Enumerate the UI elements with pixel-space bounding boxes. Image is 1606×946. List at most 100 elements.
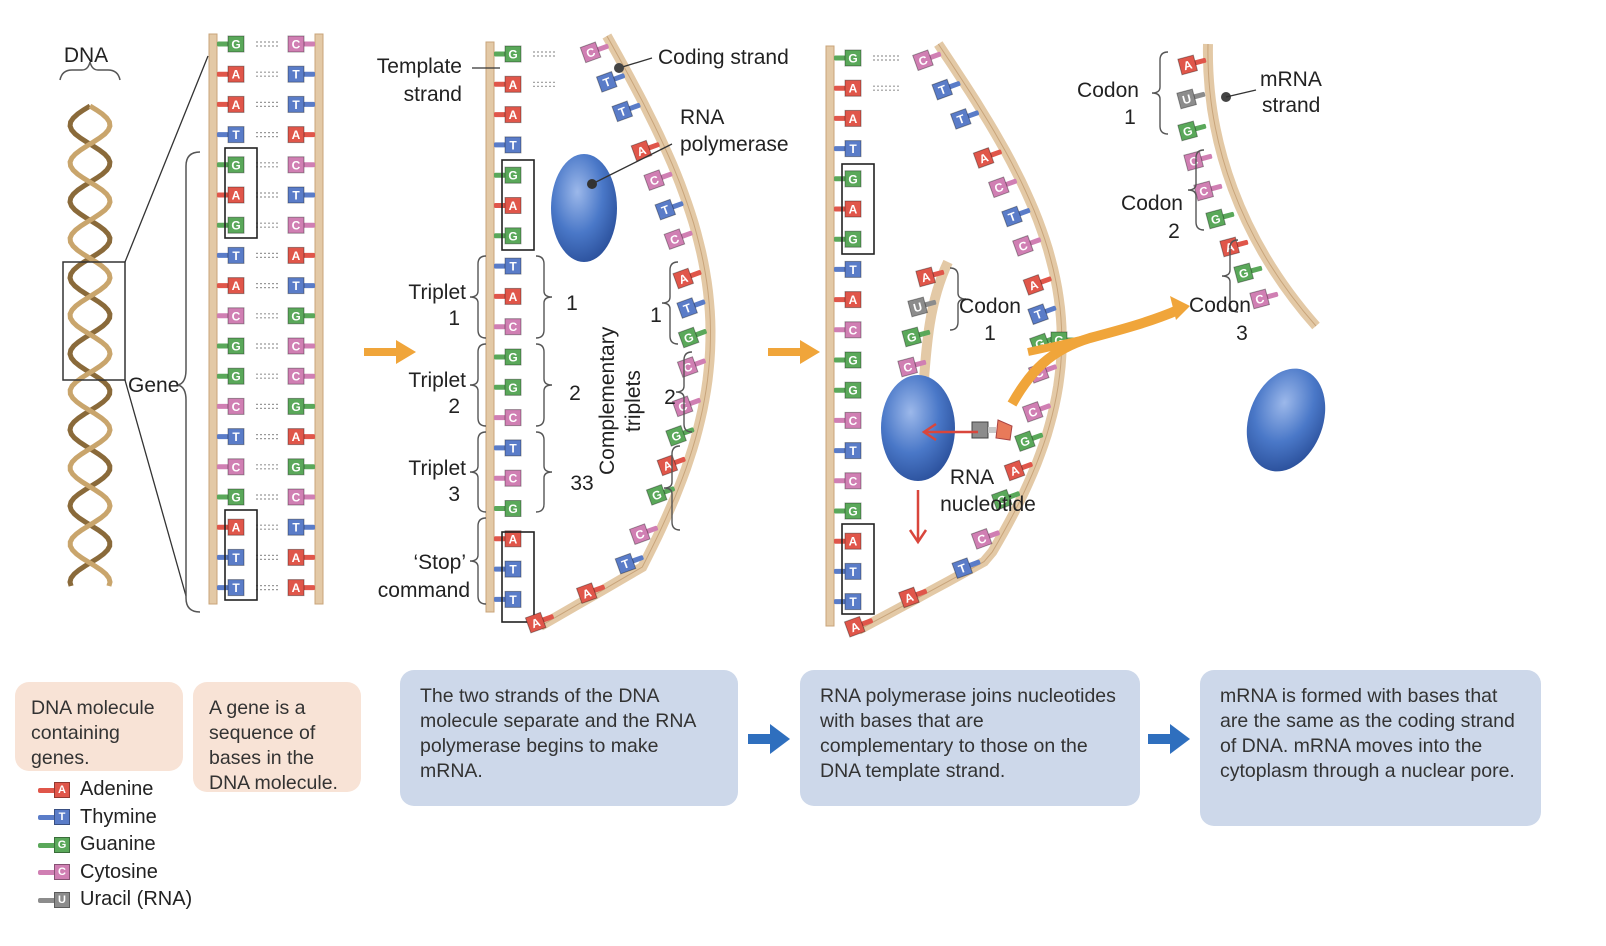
ladder-left-base: G	[217, 337, 245, 355]
coding2-brace	[675, 351, 693, 433]
base-letter: C	[1254, 291, 1266, 307]
base-letter: G	[848, 172, 857, 186]
codon1-right-num: 1	[1124, 106, 1136, 129]
template3-base: T	[834, 593, 862, 611]
comp2-brace	[535, 343, 553, 427]
template-base: C	[494, 469, 522, 487]
coding-base: T	[614, 552, 644, 575]
template-base: A	[494, 530, 522, 548]
polymerase-leader	[591, 143, 673, 185]
template3-base: G	[834, 230, 862, 248]
legend-letter: C	[54, 864, 70, 881]
complementary-label-2: triplets	[622, 370, 645, 432]
base-letter: G	[508, 381, 517, 395]
gene-label: Gene	[128, 374, 179, 397]
legend-name: Guanine	[80, 833, 156, 856]
base-letter: T	[232, 551, 240, 565]
template3-base: T	[834, 562, 862, 580]
base-letter: T	[509, 441, 517, 455]
triplet2-num: 2	[448, 395, 460, 418]
coding-base: T	[676, 297, 706, 319]
ladder-left-base: G	[217, 35, 245, 53]
panel-transcription: GAATGAGTACGGCTCGATTCTTACTCATGCCGAGCTAAAU…	[825, 41, 1078, 638]
mrna-strand-label-1: mRNA	[1260, 68, 1322, 91]
mrna-base: A	[1177, 54, 1207, 76]
gene-definition-box: A gene is a sequence of bases in the DNA…	[193, 682, 361, 794]
dna-double-helix	[67, 103, 113, 587]
base-letter: T	[849, 444, 857, 458]
base-letter: G	[669, 428, 683, 444]
template-base: G	[494, 45, 522, 63]
mrna-exit-arrow	[1007, 296, 1190, 407]
mrna-growing-base: C	[897, 356, 927, 378]
coding-base: C	[671, 395, 701, 418]
base-letter: C	[292, 158, 301, 172]
coding3-base: T	[949, 107, 980, 130]
base-letter: G	[682, 330, 696, 346]
base-letter: A	[849, 112, 858, 126]
ladder-left-base: G	[217, 216, 245, 234]
mrna-base: A	[1219, 236, 1249, 258]
template3-base: G	[834, 502, 862, 520]
base-letter: G	[231, 340, 240, 354]
legend-letter: T	[54, 809, 70, 826]
stop-brace	[469, 517, 487, 605]
ladder-right-base: C	[287, 35, 315, 53]
arrow-step2	[768, 340, 820, 364]
backbone-left	[208, 33, 218, 605]
base-letter: T	[849, 142, 857, 156]
ladder-stop-codon-box	[224, 509, 258, 601]
coding3-base: T	[951, 557, 981, 580]
base-letter: G	[650, 487, 664, 503]
template3-stop-box	[841, 523, 875, 615]
coding-base: T	[595, 70, 626, 93]
rna-polymerase-label-2: polymerase	[680, 133, 789, 156]
base-letter: G	[848, 354, 857, 368]
mrna-base: C	[1193, 180, 1223, 202]
base-letter: T	[292, 521, 300, 535]
ladder-right-base: A	[287, 126, 315, 144]
base-letter: G	[508, 169, 517, 183]
base-letter: C	[232, 400, 241, 414]
template3-start-box	[841, 163, 875, 255]
base-letter: T	[232, 581, 240, 595]
template-backbone	[485, 41, 495, 613]
template-base: A	[494, 106, 522, 124]
template-base: A	[494, 197, 522, 214]
mrna-growing-base: A	[915, 266, 945, 288]
codon3-right-brace	[1221, 239, 1239, 313]
template3-backbone	[825, 45, 835, 627]
ladder-right-base: T	[287, 65, 315, 83]
base-letter: G	[508, 229, 517, 243]
base-letter: T	[292, 98, 300, 112]
base-letter: C	[849, 474, 858, 488]
base-letter: G	[508, 48, 517, 62]
ladder-right-base: G	[287, 458, 315, 476]
base-letter: G	[231, 158, 240, 172]
base-letter: T	[232, 128, 240, 142]
template-base: G	[494, 166, 522, 184]
template-base: T	[494, 136, 522, 154]
template-base: T	[494, 590, 522, 608]
base-letter: G	[848, 505, 857, 519]
ladder-left-base: C	[217, 458, 245, 476]
template3-base: A	[834, 532, 862, 550]
ladder-right-base: T	[287, 95, 315, 113]
ladder-right-base: T	[287, 518, 315, 536]
base-letter: G	[508, 502, 517, 516]
triplet3-brace	[469, 431, 487, 513]
coding3-base: C	[912, 49, 942, 72]
arrow-step1	[364, 340, 416, 364]
dna-label: DNA	[64, 44, 108, 67]
base-letter: C	[292, 340, 301, 354]
rna-polymerase-2	[881, 375, 955, 481]
ladder-right-base: G	[287, 307, 315, 325]
ladder-right-base: C	[287, 337, 315, 355]
base-letter: G	[995, 492, 1009, 508]
red-arrow-down	[908, 490, 928, 545]
base-letter: C	[1188, 153, 1200, 169]
base-letter: G	[1209, 211, 1222, 227]
